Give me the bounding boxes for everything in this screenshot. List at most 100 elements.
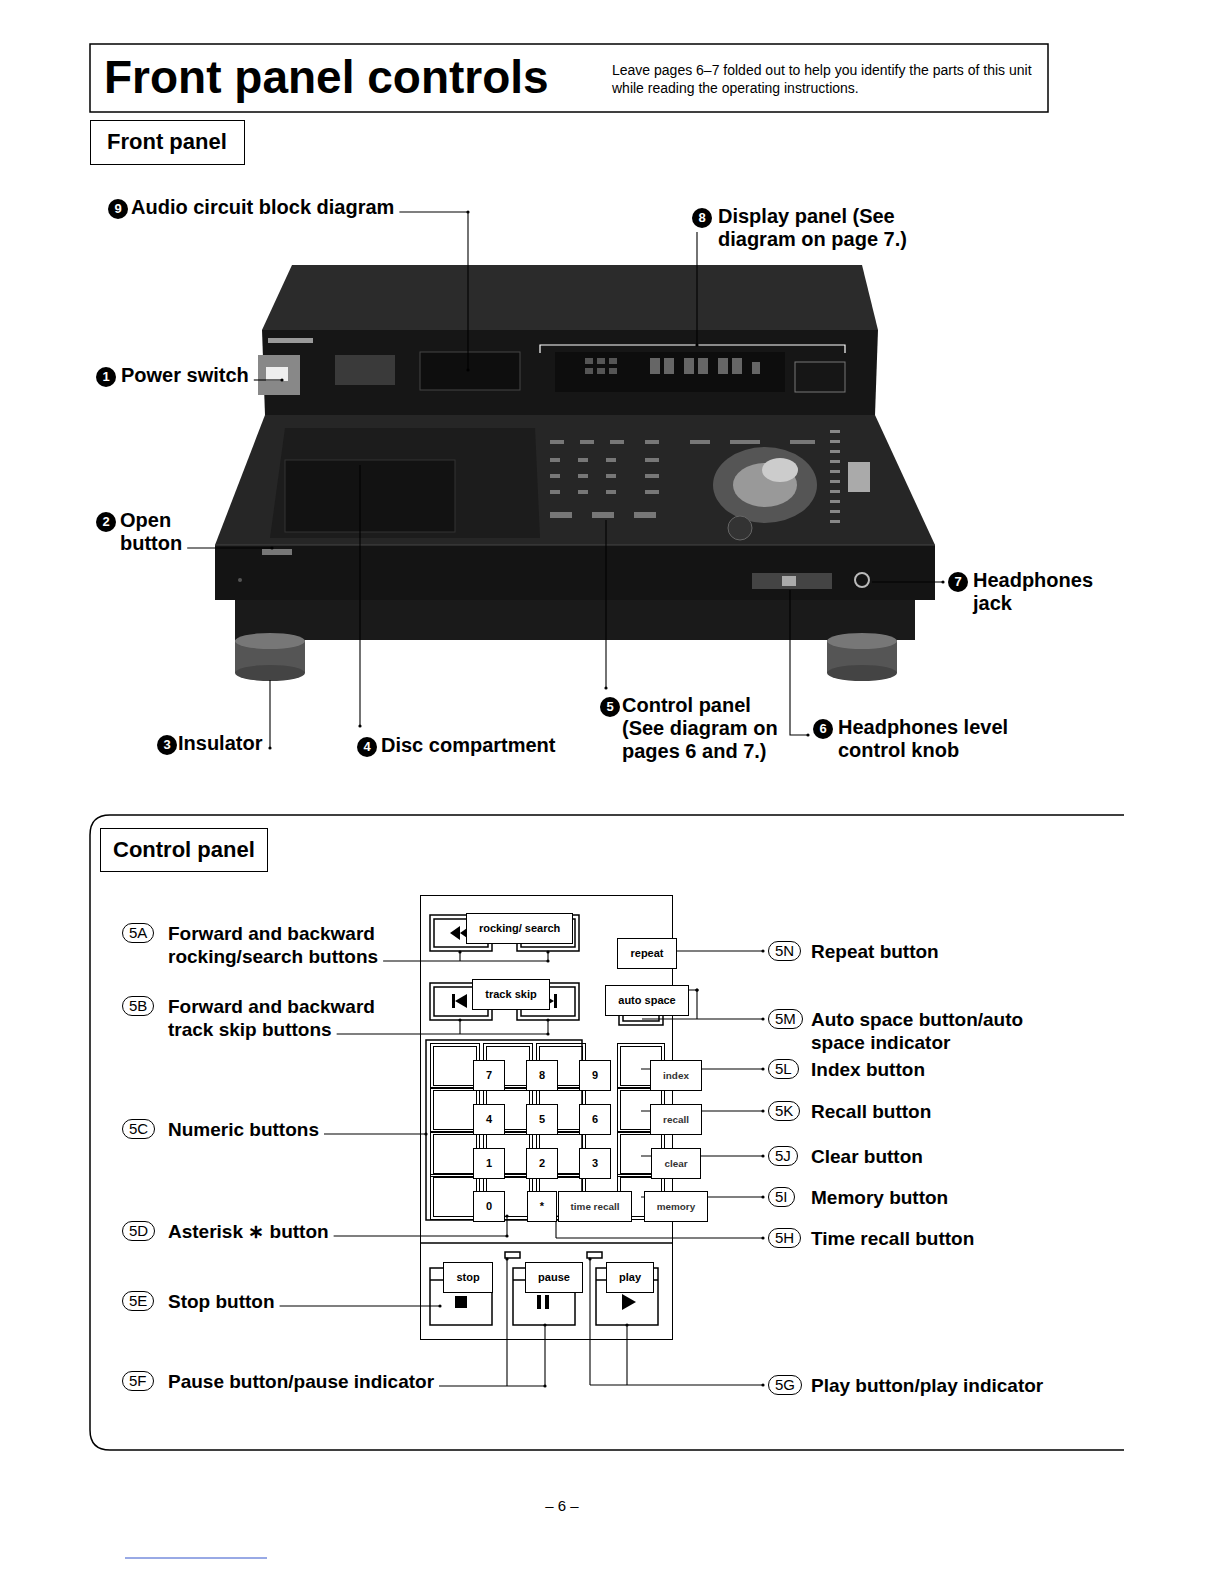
cd-player-photo bbox=[609, 368, 617, 374]
cd-player-photo bbox=[215, 545, 935, 600]
cd-player-photo bbox=[698, 358, 708, 374]
cd-player-photo bbox=[266, 367, 288, 381]
button-symbols bbox=[622, 1294, 636, 1310]
cd-player-photo bbox=[420, 352, 520, 390]
label-wrap: 8 bbox=[692, 208, 712, 228]
note-text: Leave pages 6–7 folded out to help you i… bbox=[612, 61, 1044, 97]
cd-player-photo bbox=[555, 352, 785, 392]
button-label: 2 bbox=[526, 1148, 558, 1179]
leader-dot bbox=[458, 950, 461, 953]
leader-line bbox=[547, 1020, 548, 1034]
cd-player-photo bbox=[830, 430, 840, 433]
callout-number: 5 bbox=[600, 697, 620, 717]
label-wrap: Power switch bbox=[121, 364, 321, 387]
cd-player-photo bbox=[215, 415, 935, 545]
cd-player-photo bbox=[645, 458, 659, 462]
part-name: Disc compartment bbox=[381, 734, 601, 757]
cd-player-photo bbox=[830, 500, 840, 503]
label-wrap: 6 bbox=[813, 719, 833, 739]
label-wrap: Clear button bbox=[811, 1145, 1111, 1168]
text-wrap: 7 bbox=[434, 1047, 534, 1091]
cd-player-photo bbox=[830, 470, 840, 473]
button-label: 4 bbox=[473, 1104, 505, 1135]
cd-player-photo bbox=[550, 512, 572, 518]
leader-line bbox=[467, 212, 468, 370]
leader-line bbox=[642, 1018, 763, 1019]
button-symbols bbox=[450, 926, 636, 1310]
leader-line bbox=[590, 1384, 763, 1385]
callout-code: 5N bbox=[768, 941, 801, 961]
leader-line bbox=[589, 1259, 590, 1385]
leader-dot bbox=[438, 1304, 441, 1307]
leader-line bbox=[605, 520, 606, 688]
label-wrap: Headphones level control knob bbox=[838, 716, 1028, 762]
label-wrap: 5E bbox=[122, 1291, 154, 1311]
leader-line bbox=[790, 590, 808, 735]
part-name: Stop button bbox=[168, 1290, 400, 1313]
cd-player-photo bbox=[270, 428, 540, 538]
callout-code: 5L bbox=[768, 1059, 799, 1079]
cd-player-photo bbox=[235, 633, 305, 649]
label-wrap: Insulator bbox=[178, 732, 298, 755]
cd-player-photo bbox=[550, 458, 560, 462]
label-wrap: 5C bbox=[122, 1119, 155, 1139]
cd-player-photo bbox=[830, 460, 840, 463]
keypad-button: index bbox=[620, 1046, 662, 1086]
callout-number: 1 bbox=[96, 367, 116, 387]
keypad-button: 1 bbox=[433, 1134, 477, 1174]
leader-line bbox=[506, 1259, 507, 1386]
label-wrap: 5L bbox=[768, 1059, 799, 1079]
button-label: 9 bbox=[579, 1060, 611, 1091]
text-wrap: play bbox=[575, 1249, 675, 1293]
text-wrap: track skip bbox=[456, 966, 556, 1010]
cd-player-photo bbox=[650, 358, 660, 374]
leader-dot bbox=[695, 988, 698, 991]
label-wrap: Disc compartment bbox=[381, 734, 601, 757]
text-wrap: clear bbox=[621, 1135, 721, 1179]
button-symbols bbox=[545, 1295, 549, 1309]
part-name: Power switch bbox=[121, 364, 321, 387]
leader-dot bbox=[505, 1234, 508, 1237]
cd-player-photo bbox=[732, 358, 742, 374]
leader-line bbox=[359, 465, 360, 726]
label-wrap: Auto space button/auto space indicator bbox=[811, 1008, 1031, 1054]
leader-dot bbox=[546, 1018, 549, 1021]
cd-player-photo bbox=[262, 549, 292, 555]
leader-dot bbox=[268, 746, 271, 749]
cd-player-photo bbox=[238, 578, 242, 582]
text-wrap: memory bbox=[621, 1178, 721, 1222]
cd-player-photo bbox=[597, 358, 605, 364]
keypad-button: 0 bbox=[433, 1177, 477, 1217]
part-name: Numeric buttons bbox=[168, 1118, 400, 1141]
leader-dot bbox=[761, 1067, 764, 1070]
button-label: * bbox=[527, 1191, 557, 1222]
label-wrap: Repeat button bbox=[811, 940, 1111, 963]
panel-label: stop bbox=[443, 1262, 492, 1293]
panel-label: play bbox=[606, 1262, 654, 1293]
callout-code: 5D bbox=[122, 1221, 155, 1241]
part-name: Audio circuit block diagram bbox=[131, 196, 431, 219]
cd-player-photo bbox=[606, 490, 616, 494]
label-wrap: Headphones jack bbox=[973, 569, 1103, 615]
label-wrap: Play button/play indicator bbox=[811, 1374, 1111, 1397]
cd-player-photo bbox=[713, 447, 817, 523]
leader-dot bbox=[270, 546, 273, 549]
leader-dot bbox=[280, 378, 283, 381]
leader-dot bbox=[546, 959, 549, 962]
cd-player-photo bbox=[585, 368, 593, 374]
cd-player-photo bbox=[578, 490, 588, 494]
cd-player-photo bbox=[592, 512, 614, 518]
keypad-button: clear bbox=[620, 1134, 662, 1174]
text-wrap: Front panel bbox=[91, 121, 244, 163]
cd-player-photo bbox=[830, 430, 840, 523]
cd-player-photo bbox=[827, 633, 897, 649]
label-wrap: 7 bbox=[948, 572, 968, 592]
cd-player-photo bbox=[235, 600, 915, 640]
text-wrap: 4 bbox=[434, 1091, 534, 1135]
footer-rule bbox=[125, 1558, 267, 1559]
leader-line bbox=[556, 1237, 763, 1238]
keypad-button: 7 bbox=[433, 1046, 477, 1086]
button-label: 7 bbox=[473, 1060, 505, 1091]
cd-player-photo bbox=[578, 458, 588, 462]
